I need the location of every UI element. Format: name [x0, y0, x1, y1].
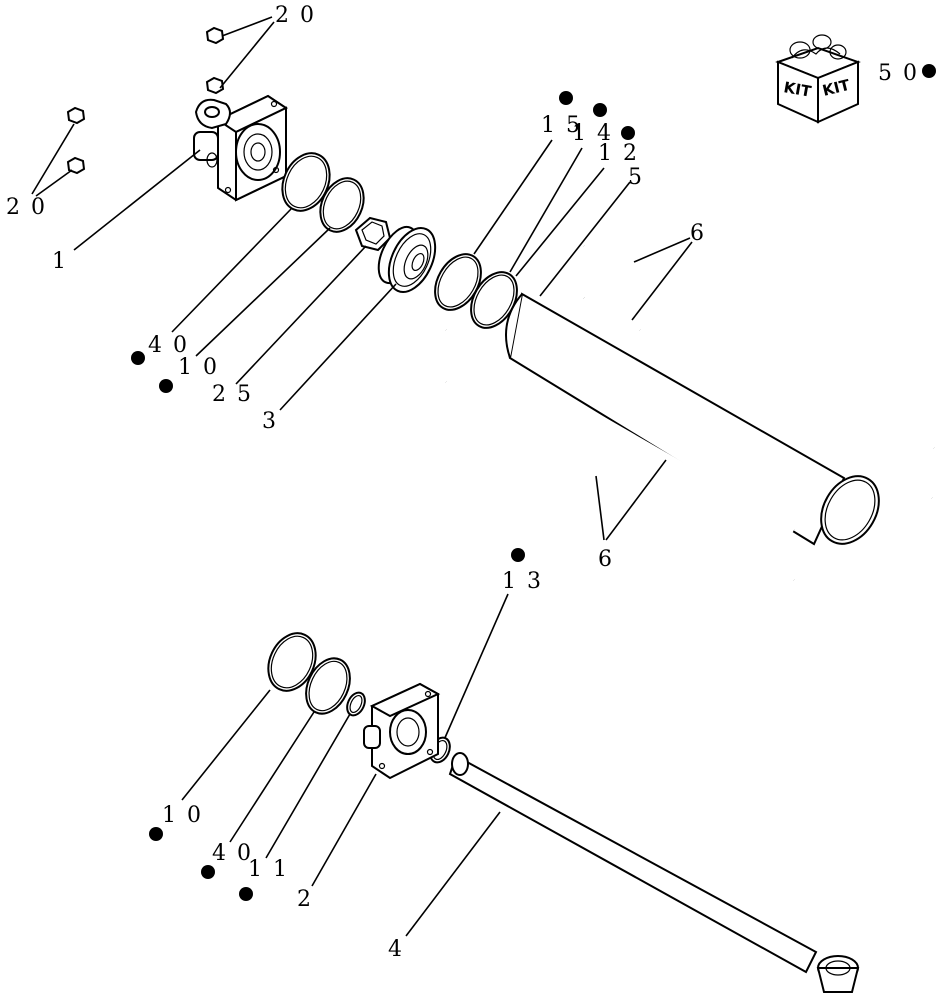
callout-50: 5 0 [878, 61, 919, 86]
kit-box-icon: KIT KIT [775, 34, 861, 124]
backup-ring-part-10-top [319, 177, 365, 233]
bullet-40-bottom [201, 865, 215, 879]
bullet-15 [559, 91, 573, 105]
bullet-14 [593, 103, 607, 117]
callout-6-top: 6 [690, 221, 706, 246]
bullet-10-bottom [149, 827, 163, 841]
leader-40-top [171, 207, 293, 333]
bullet-12 [621, 126, 635, 140]
callout-10-top: 1 0 [178, 355, 219, 380]
leader-13 [443, 593, 509, 741]
leader-15 [473, 139, 553, 255]
nut-part-20-a [66, 26, 225, 175]
callout-11: 1 1 [248, 857, 289, 882]
leader-10-top [195, 227, 331, 357]
leader-20b [219, 21, 275, 89]
callout-3: 3 [262, 409, 278, 434]
leader-1 [73, 149, 201, 251]
leader-5 [539, 181, 631, 297]
leader-11 [265, 713, 351, 859]
bullet-13 [511, 548, 525, 562]
leader-20d [35, 169, 73, 197]
bullet-40-top [131, 351, 145, 365]
callout-15: 1 5 [541, 113, 582, 138]
leader-2 [311, 773, 377, 887]
piston-part-3 [377, 225, 437, 293]
bullet-11 [239, 887, 253, 901]
callout-2: 2 [297, 887, 313, 912]
leader-20a [221, 16, 273, 37]
callout-40-bottom: 4 0 [212, 841, 253, 866]
leader-40-bottom [229, 711, 315, 843]
bullet-10-top [159, 379, 173, 393]
callout-40-top: 4 0 [148, 333, 189, 358]
callout-12: 1 2 [598, 141, 639, 166]
leader-6d [605, 459, 667, 541]
leader-4 [405, 811, 501, 937]
piston-rod-part-4 [448, 752, 860, 993]
leader-20c [31, 123, 75, 195]
leader-6b [631, 241, 693, 321]
backup-ring-part-10-bottom [267, 632, 317, 692]
leader-6c [595, 475, 605, 541]
callout-1: 1 [52, 249, 68, 274]
callout-13: 1 3 [502, 569, 543, 594]
leader-10-bottom [181, 689, 271, 801]
tie-rod-part-6-upper [582, 242, 936, 502]
leader-6a [633, 237, 691, 263]
callout-20-top: 2 0 [275, 3, 316, 28]
cylinder-barrel-part-5 [505, 292, 880, 546]
leader-14 [509, 147, 583, 273]
callout-6-bottom: 6 [598, 547, 614, 572]
callout-4: 4 [388, 937, 404, 962]
leader-3 [279, 283, 397, 411]
callout-10-bottom: 1 0 [162, 803, 203, 828]
tie-rod-part-6-lower [444, 326, 796, 584]
callout-14: 1 4 [572, 121, 613, 146]
leader-12 [515, 167, 605, 277]
callout-25: 2 5 [212, 382, 253, 407]
callout-20-left: 2 0 [6, 195, 47, 220]
leader-25 [235, 245, 367, 385]
kit-label-left: KIT [782, 78, 813, 101]
o-ring-part-11 [346, 691, 366, 717]
head-end-cap-part-1 [193, 94, 289, 202]
kit-bullet-50 [922, 64, 936, 78]
callout-5: 5 [628, 165, 644, 190]
rod-end-cap-part-2 [363, 682, 441, 780]
